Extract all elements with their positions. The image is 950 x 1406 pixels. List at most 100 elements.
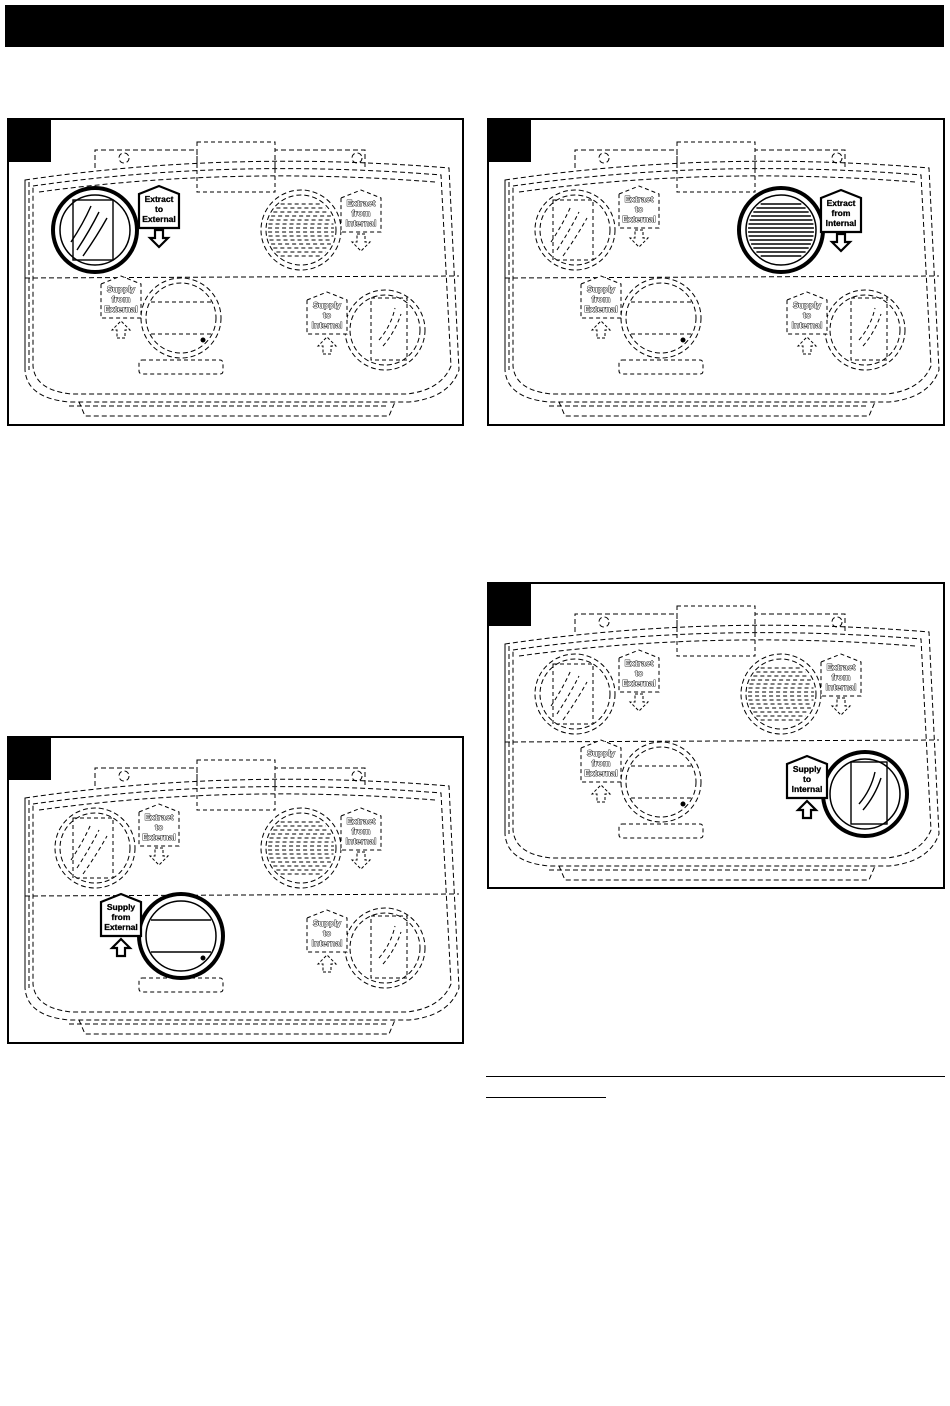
flow-label-word: Supply — [313, 300, 342, 310]
flow-label-word: Extract — [625, 194, 654, 204]
unit-body — [504, 141, 940, 417]
flow-label-word: Extract — [145, 194, 174, 204]
divider-line-short — [486, 1097, 606, 1098]
arrow-down-icon — [830, 697, 852, 716]
arrow-up-icon — [316, 954, 338, 973]
flow-label-word: Supply — [587, 284, 616, 294]
flow-label-word: Internal — [346, 218, 377, 228]
flow-label-word: Supply — [313, 918, 342, 928]
flow-label-word: to — [803, 310, 811, 320]
port-extract-from-internal — [260, 807, 342, 889]
flow-label-word: Extract — [347, 816, 376, 826]
step-badge — [9, 738, 51, 780]
port-supply-to-internal — [344, 289, 426, 371]
port-supply-from-external — [140, 277, 222, 359]
step-badge — [489, 120, 531, 162]
flow-label-word: Internal — [346, 836, 377, 846]
flow-label-word: Internal — [792, 320, 823, 330]
port-extract-to-external — [54, 807, 136, 889]
flow-label-word: to — [803, 774, 811, 784]
flow-label-word: from — [112, 294, 131, 304]
flow-label-word: Extract — [347, 198, 376, 208]
flow-label-word: from — [832, 208, 851, 218]
flow-label-word: to — [155, 204, 163, 214]
flow-label-word: Supply — [793, 764, 822, 774]
port-supply-to-internal — [344, 907, 426, 989]
step-badge — [489, 584, 531, 626]
flow-label-word: Supply — [107, 284, 136, 294]
flow-label-word: to — [323, 310, 331, 320]
unit-diagram: ExtracttoExternalExtractfromInternalSupp… — [24, 759, 460, 1035]
flow-label-word: External — [622, 678, 656, 688]
flow-label-word: External — [142, 832, 176, 842]
flow-label-word: Supply — [107, 902, 136, 912]
arrow-down-icon — [350, 233, 372, 252]
arrow-down-icon — [147, 228, 171, 249]
step-badge — [9, 120, 51, 162]
flow-label-word: from — [832, 672, 851, 682]
arrow-down-icon — [350, 851, 372, 870]
flow-label-word: External — [584, 304, 618, 314]
port-extract-to-external — [51, 186, 139, 274]
arrow-up-icon — [109, 937, 133, 958]
flow-label-word: Internal — [312, 938, 343, 948]
port-extract-to-external — [534, 653, 616, 735]
divider-line — [486, 1076, 945, 1077]
arrow-down-icon — [829, 232, 853, 253]
flow-label-word: Extract — [827, 198, 856, 208]
flow-label-word: Extract — [827, 662, 856, 672]
port-supply-to-internal — [821, 750, 909, 838]
unit-body — [24, 141, 460, 417]
flow-label-word: External — [584, 768, 618, 778]
unit-diagram: ExtracttoExternalExtractfromInternalSupp… — [24, 141, 460, 417]
unit-body — [24, 759, 460, 1035]
flow-label-word: Supply — [793, 300, 822, 310]
port-extract-to-external — [534, 189, 616, 271]
port-supply-from-external — [137, 892, 225, 980]
flow-label-word: from — [352, 826, 371, 836]
arrow-up-icon — [316, 336, 338, 355]
flow-label-word: External — [104, 304, 138, 314]
port-extract-from-internal — [260, 189, 342, 271]
port-supply-from-external — [620, 277, 702, 359]
flow-label-word: from — [592, 294, 611, 304]
arrow-down-icon — [628, 693, 650, 712]
arrow-up-icon — [590, 784, 612, 803]
flow-label-word: from — [112, 912, 131, 922]
flow-label-word: Internal — [312, 320, 343, 330]
port-extract-from-internal — [737, 186, 825, 274]
flow-label-word: from — [592, 758, 611, 768]
flow-label-word: Extract — [145, 812, 174, 822]
arrow-up-icon — [110, 320, 132, 339]
port-extract-from-internal — [740, 653, 822, 735]
flow-label-word: Extract — [625, 658, 654, 668]
flow-label-word: Internal — [826, 682, 857, 692]
unit-diagram: ExtracttoExternalExtractfromInternalSupp… — [504, 141, 940, 417]
flow-label-word: External — [104, 922, 138, 932]
flow-label-word: External — [622, 214, 656, 224]
flow-label-word: Internal — [826, 218, 857, 228]
arrow-down-icon — [628, 229, 650, 248]
arrow-up-icon — [590, 320, 612, 339]
flow-label-word: from — [352, 208, 371, 218]
flow-label-word: to — [635, 668, 643, 678]
arrow-up-icon — [796, 336, 818, 355]
